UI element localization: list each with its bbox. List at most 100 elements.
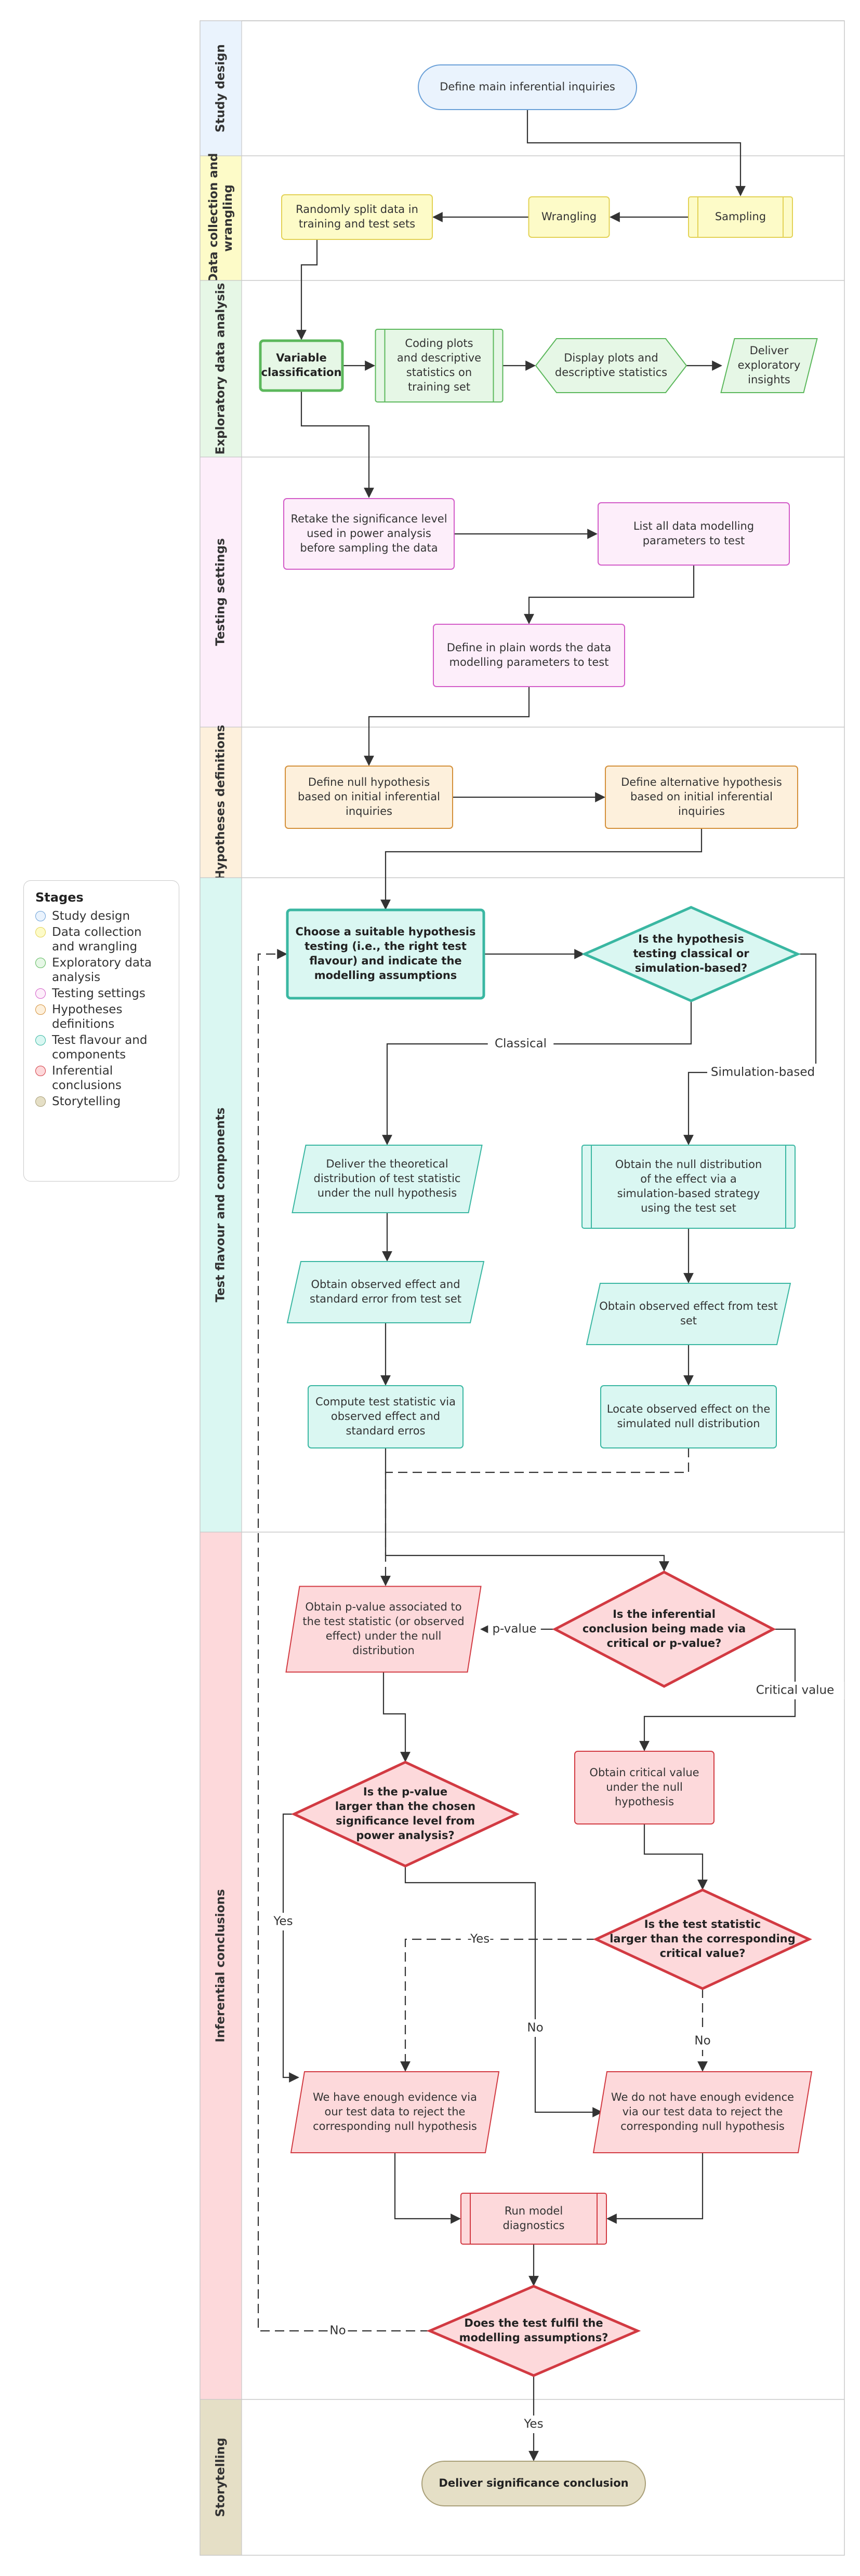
edge-label-yes-final: Yes [523, 2418, 543, 2431]
edge-label-yes: Yes [273, 1915, 293, 1928]
edge-label-no: No [694, 2034, 710, 2048]
node-shape [433, 624, 625, 687]
edge-enough-diagnostics [394, 2153, 461, 2224]
legend-item-eda: Exploratory data analysis [35, 956, 167, 985]
lane-header-test-flavour [200, 877, 242, 1533]
node-shape [581, 906, 801, 1002]
node-shape [688, 196, 793, 238]
lane-header-testing [200, 457, 242, 728]
node-shape [308, 1385, 464, 1448]
node-label: Wrangling [541, 210, 597, 223]
edge-label-bg [525, 2019, 546, 2037]
node-shape [286, 1261, 485, 1323]
edge-label-bg [692, 2032, 713, 2050]
edge-label-bg [520, 2416, 547, 2433]
lane-label-hypotheses: Hypotheses definitions [214, 725, 228, 880]
lane-label-study-design: Study design [214, 44, 228, 132]
edge-larger-notenough [404, 1866, 603, 2117]
lane-label-data-collection: Data collection andwrangling [207, 153, 235, 284]
edge-fulfil-choose [257, 949, 430, 2332]
node-sampling: Sampling [688, 196, 793, 238]
node-shape [259, 339, 344, 392]
legend-swatch [35, 1004, 46, 1015]
node-shape [598, 502, 790, 566]
node-shape [574, 1751, 715, 1824]
edge-label-bg [487, 1035, 554, 1053]
node-shape [592, 2071, 813, 2153]
node-shape [552, 1571, 776, 1688]
node-label: Deliver significance conclusion [439, 2477, 628, 2489]
node-shape [285, 766, 453, 829]
edge-list-plainwords [524, 565, 695, 624]
edge-notenough-diagnostics [606, 2153, 704, 2224]
edge-statistic-enough [400, 1938, 596, 2072]
edge-label-no-loop: No [329, 2324, 346, 2338]
legend-label: Testing settings [52, 987, 145, 1000]
node-shape [421, 2461, 646, 2506]
lane-header-hypotheses [200, 727, 242, 878]
edge-plainwords-null [364, 687, 530, 766]
legend-label: Hypotheses definitions [52, 1003, 123, 1031]
legend-swatch [35, 988, 46, 999]
node-shape [581, 1145, 796, 1229]
node-shape [593, 1888, 812, 1990]
edge-split-classification [296, 239, 318, 340]
edge-locate-pvalue [380, 1448, 690, 1586]
lane-label-test-flavour: Test flavour and components [214, 1107, 228, 1302]
node-label: Define main inferential inquiries [440, 81, 615, 93]
edge-label-critical: Critical value [756, 1684, 835, 1697]
node-shape [600, 1385, 777, 1448]
lane-header-storytelling [200, 2399, 242, 2556]
legend-swatch [35, 1066, 46, 1076]
node-shape [290, 2071, 500, 2153]
lane-header-inferential [200, 1532, 242, 2400]
edge-label-bg [746, 1682, 844, 1699]
node-shape [375, 329, 504, 403]
node-shape [426, 2285, 641, 2377]
edge-label-classical: Classical [495, 1037, 547, 1051]
edge-label-bg [327, 2322, 348, 2340]
edge-pvalue-larger [382, 1672, 411, 1762]
edge-label-yes-dashed: -Yes- [468, 1933, 494, 1946]
edge-alternative-choose [380, 828, 703, 910]
lane-header-data-collection [200, 155, 242, 281]
node-shape [285, 1586, 482, 1673]
edge-larger-enough [282, 1813, 299, 2083]
edge-inquiries-sampling [526, 110, 746, 196]
legend-item-testing: Testing settings [35, 986, 167, 1001]
